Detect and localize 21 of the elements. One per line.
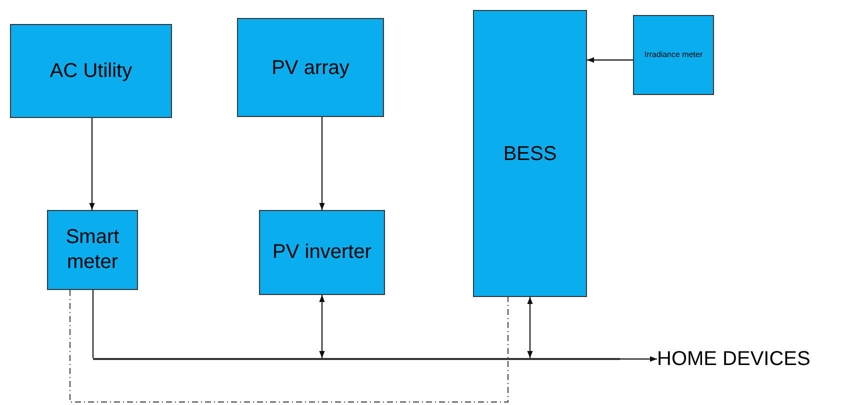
arrow <box>587 57 633 63</box>
box-label: PV array <box>272 56 350 80</box>
arrow <box>319 117 325 210</box>
dash-dot-line <box>69 290 509 403</box>
box-label: Irradiance meter <box>644 49 703 61</box>
box-label: AC Utility <box>50 59 132 84</box>
box-label: Smart meter <box>64 225 120 275</box>
arrow <box>527 297 533 358</box>
output-label: HOME DEVICES <box>657 346 847 372</box>
bus-line <box>93 358 620 360</box>
process-box <box>633 15 714 95</box>
arrow <box>319 295 325 358</box>
arrow <box>89 118 95 210</box>
process-box <box>473 10 587 297</box>
arrow <box>620 356 657 362</box>
process-box <box>237 18 384 117</box>
box-label: PV inverter <box>272 240 372 265</box>
process-box <box>259 210 385 295</box>
process-box <box>47 210 138 290</box>
box-label: BESS <box>503 142 557 166</box>
process-box <box>10 24 172 118</box>
